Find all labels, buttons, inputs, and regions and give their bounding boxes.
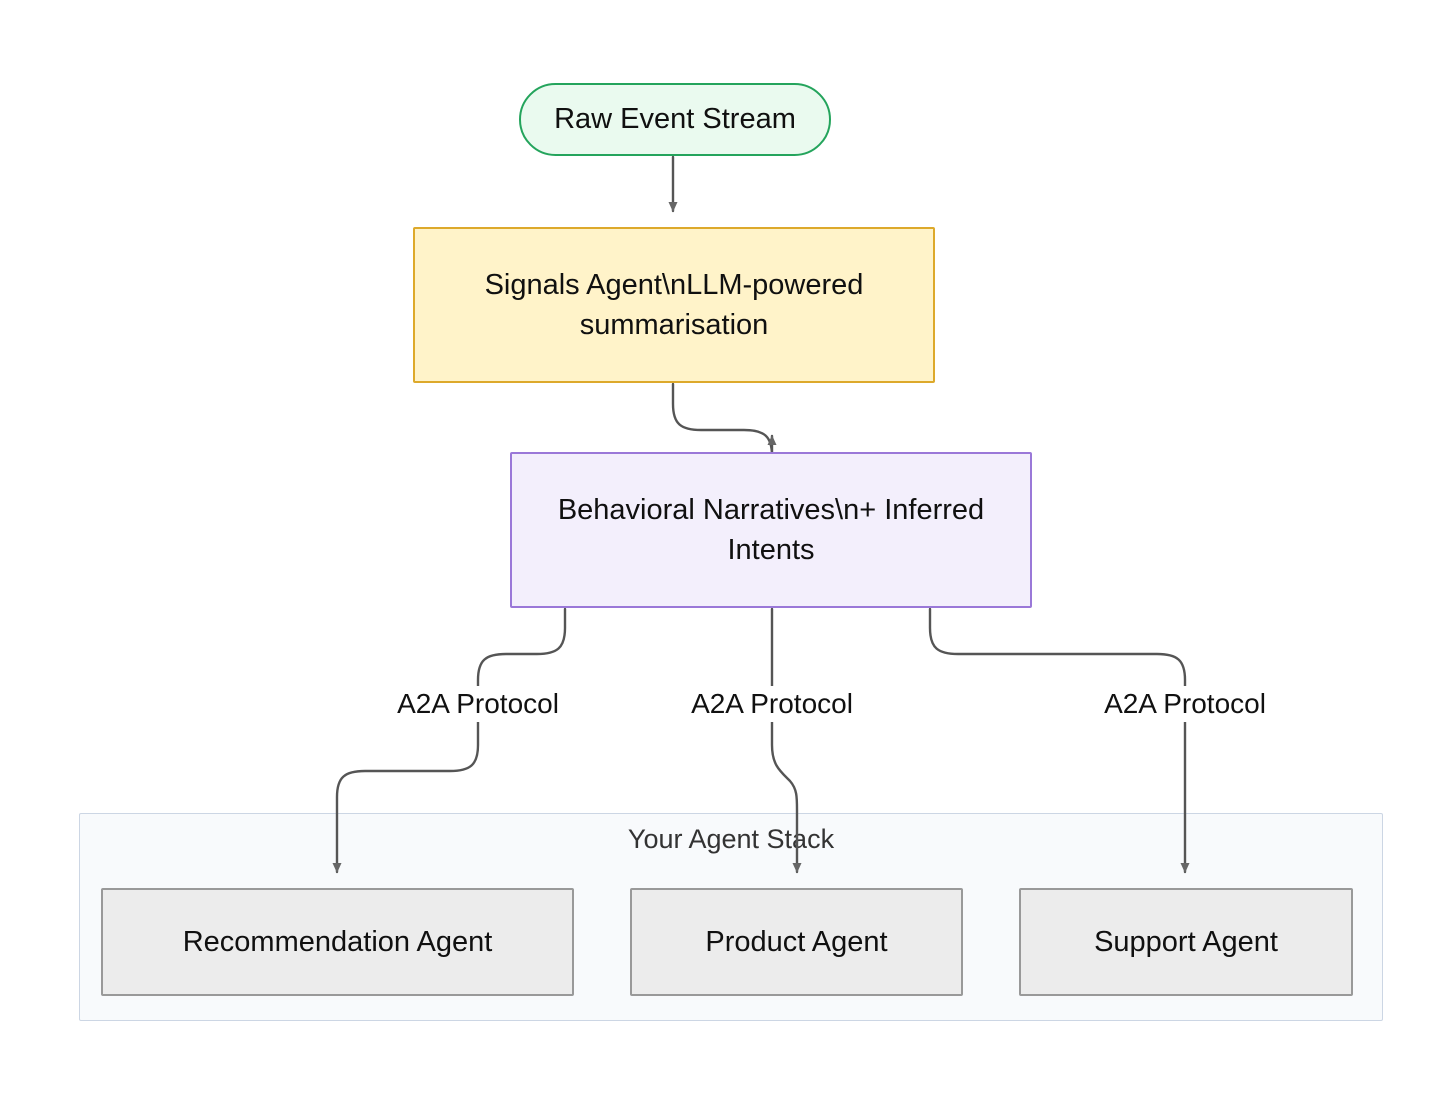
edge-signals-agent-to-behavioral-narratives (671, 382, 777, 458)
node-behavioral-narratives-label: Behavioral Narratives\n+ Inferred Intent… (557, 493, 985, 566)
node-signals-agent-label: Signals Agent\nLLM-powered summarisation (484, 268, 864, 341)
node-recommendation-agent[interactable]: Recommendation Agent (101, 888, 574, 996)
node-raw-event-stream-label: Raw Event Stream (554, 103, 796, 136)
subgraph-title: Your Agent Stack (627, 824, 835, 854)
node-raw-event-stream[interactable]: Raw Event Stream (519, 83, 831, 156)
edge-label-a2a-protocol-support: A2A Protocol (1098, 686, 1272, 722)
edge-label-a2a-protocol-recommendation: A2A Protocol (391, 686, 565, 722)
node-support-agent-label: Support Agent (1094, 925, 1278, 958)
node-product-agent-label: Product Agent (705, 925, 888, 958)
node-behavioral-narratives[interactable]: Behavioral Narratives\n+ Inferred Intent… (510, 452, 1032, 608)
node-product-agent[interactable]: Product Agent (630, 888, 963, 996)
node-signals-agent[interactable]: Signals Agent\nLLM-powered summarisation (413, 227, 935, 383)
node-recommendation-agent-label: Recommendation Agent (182, 925, 493, 958)
node-support-agent[interactable]: Support Agent (1019, 888, 1353, 996)
edge-label-a2a-protocol-product: A2A Protocol (685, 686, 859, 722)
